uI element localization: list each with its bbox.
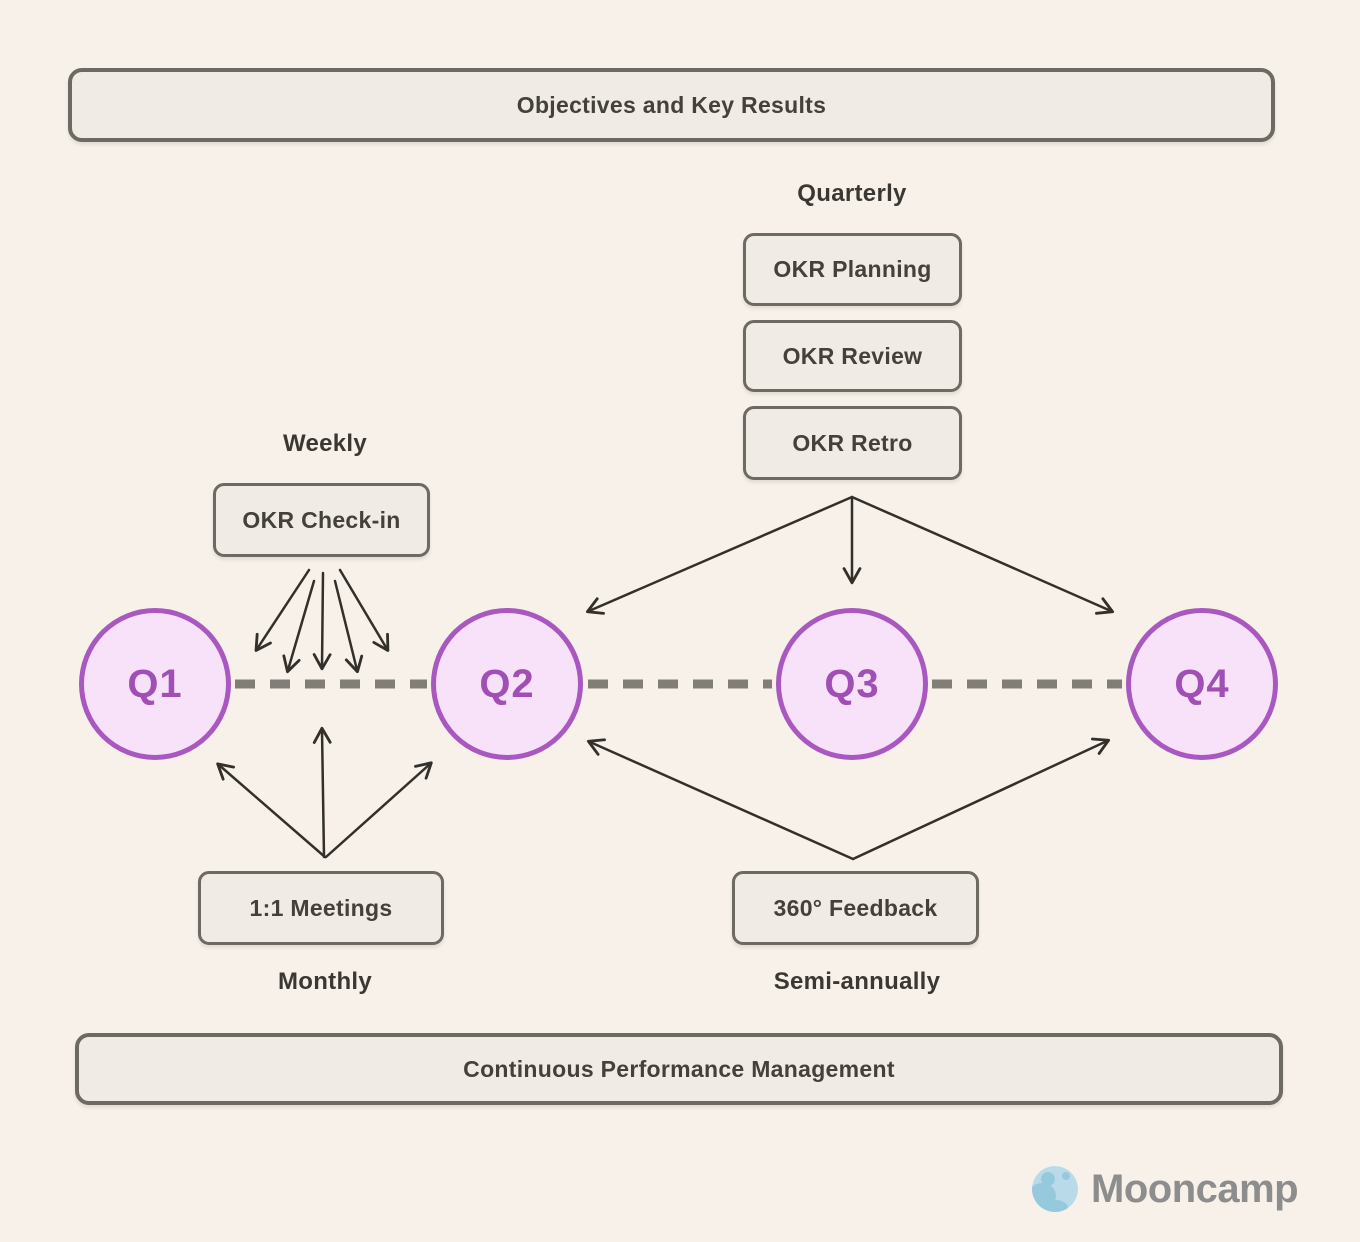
quarterly-retro-arrows bbox=[585, 495, 1115, 615]
q1-label: Q1 bbox=[127, 661, 183, 706]
okr-retro-box: OKR Retro bbox=[743, 406, 962, 480]
okr-banner-label: Objectives and Key Results bbox=[516, 91, 827, 118]
okr-planning-box: OKR Planning bbox=[743, 233, 962, 306]
okr-checkin-label: OKR Check-in bbox=[242, 506, 401, 533]
okr-review-box: OKR Review bbox=[743, 320, 962, 392]
cpm-banner-label: Continuous Performance Management bbox=[463, 1055, 895, 1082]
cpm-banner: Continuous Performance Management bbox=[75, 1033, 1283, 1105]
q2-label: Q2 bbox=[479, 661, 535, 706]
q3-label: Q3 bbox=[824, 661, 880, 706]
okr-review-label: OKR Review bbox=[782, 342, 923, 369]
moon-icon bbox=[1032, 1166, 1078, 1212]
weekly-label: Weekly bbox=[282, 430, 368, 457]
monthly-meetings-arrows bbox=[216, 726, 433, 859]
feedback-360-box: 360° Feedback bbox=[732, 871, 979, 945]
mooncamp-logo-text: Mooncamp bbox=[1091, 1166, 1299, 1211]
quarter-circle-q4: Q4 bbox=[1126, 608, 1278, 760]
quarter-circle-q1: Q1 bbox=[79, 608, 231, 760]
okr-planning-label: OKR Planning bbox=[773, 256, 932, 282]
okr-retro-label: OKR Retro bbox=[792, 429, 913, 456]
mooncamp-logo: Mooncamp bbox=[1028, 1162, 1299, 1216]
feedback-arrows bbox=[586, 737, 1111, 861]
quarterly-label: Quarterly bbox=[797, 180, 907, 207]
feedback-360-label: 360° Feedback bbox=[773, 894, 938, 921]
okr-checkin-box: OKR Check-in bbox=[213, 483, 430, 557]
one-on-one-meetings-label: 1:1 Meetings bbox=[249, 894, 393, 921]
one-on-one-meetings-box: 1:1 Meetings bbox=[198, 871, 444, 945]
okr-banner: Objectives and Key Results bbox=[68, 68, 1275, 142]
weekly-checkin-arrows bbox=[254, 568, 390, 674]
quarter-circle-q3: Q3 bbox=[776, 608, 928, 760]
quarter-circle-q2: Q2 bbox=[431, 608, 583, 760]
q4-label: Q4 bbox=[1174, 661, 1230, 706]
monthly-label: Monthly bbox=[277, 968, 373, 995]
semi-annually-label: Semi-annually bbox=[773, 968, 941, 995]
